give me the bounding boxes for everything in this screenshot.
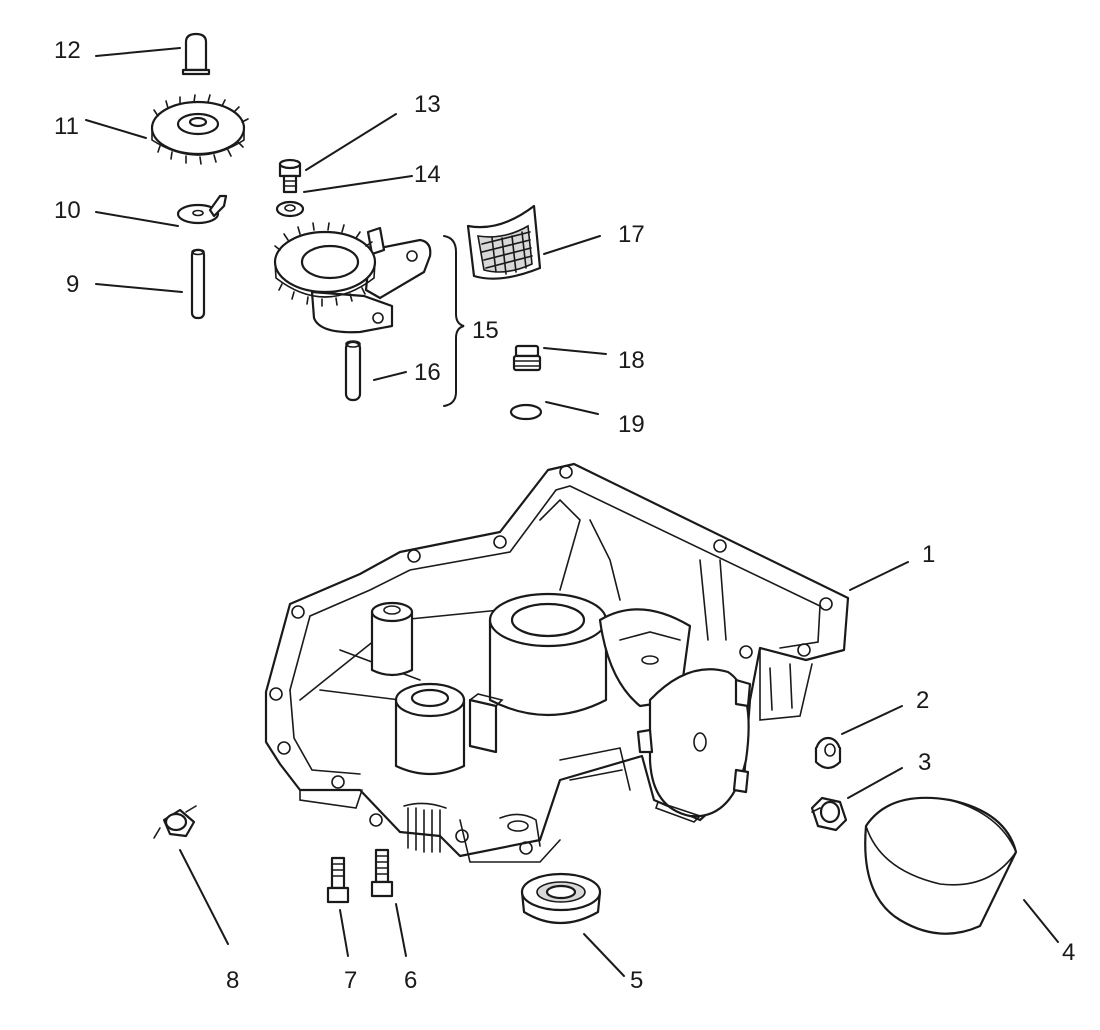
callout-3: 3 [918,749,931,776]
part-12-cap [181,32,211,76]
callout-9: 9 [66,271,79,298]
callout-10: 10 [54,197,81,224]
part-13-bolt [278,158,302,194]
callout-5: 5 [630,967,643,994]
callout-1: 1 [922,541,935,568]
part-11-gear [150,94,249,165]
callout-4: 4 [1062,939,1075,966]
part-3-adapter [810,796,848,832]
callout-15: 15 [472,317,499,344]
callout-12: 12 [54,37,81,64]
callout-7: 7 [344,967,357,994]
callout-19: 19 [618,411,645,438]
callout-18: 18 [618,347,645,374]
callout-8: 8 [226,967,239,994]
callout-11: 11 [54,113,79,140]
callout-16: 16 [414,359,441,386]
part-15-oil-pump [273,222,432,334]
callout-labels: 12 11 10 9 13 14 17 15 16 18 19 1 2 3 4 … [54,37,1075,994]
callout-17: 17 [618,221,645,248]
part-7-bolt [326,856,350,904]
part-5-seal [520,872,602,925]
part-19-o-ring [509,403,543,421]
part-10-washer [176,194,228,225]
callout-6: 6 [404,967,417,994]
callout-13: 13 [414,91,441,118]
part-16-pin [344,340,362,402]
callout-14: 14 [414,161,441,188]
part-4-oil-filter [864,796,1018,935]
brace-15 [443,235,465,407]
part-14-washer [275,200,305,218]
part-2-fitting [814,736,842,770]
part-6-bolt [370,848,394,898]
leader-lines [85,47,1059,977]
callout-2: 2 [916,687,929,714]
part-8-sensor [153,805,197,839]
part-9-shaft [190,248,206,320]
part-17-screen [466,204,542,280]
part-18-plug [512,344,542,372]
part-1-crankcase [264,462,850,863]
